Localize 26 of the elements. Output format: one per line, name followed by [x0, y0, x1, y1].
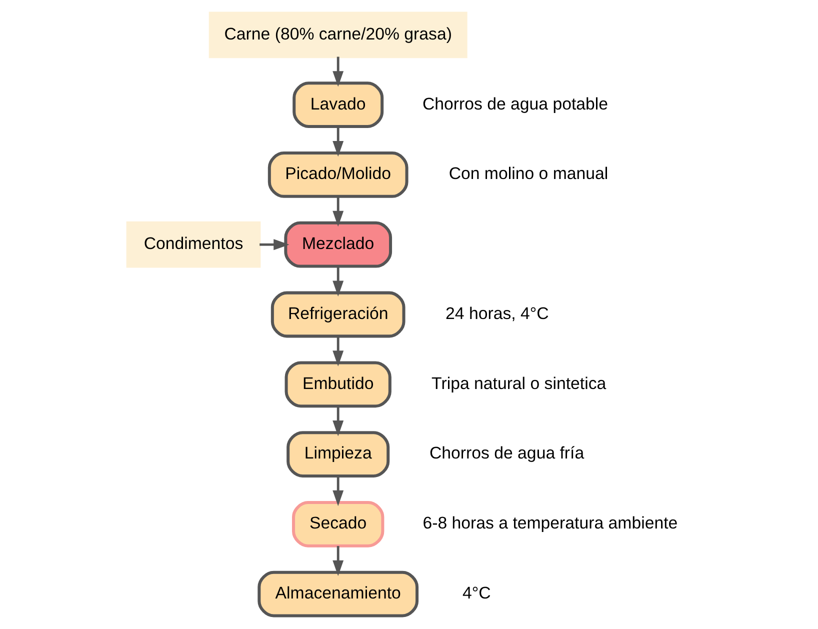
node-label: Tripa natural o sintetica — [431, 374, 606, 393]
node-box: Embutido — [284, 361, 391, 408]
arrow — [332, 56, 344, 87]
node-box: Limpieza — [286, 431, 390, 478]
node-box: Condimentos — [126, 221, 260, 268]
arrow — [332, 476, 344, 506]
node-box: Secado — [292, 500, 384, 548]
arrow — [332, 406, 344, 436]
arrow — [332, 196, 344, 227]
node-label: Con molino o manual — [448, 164, 608, 184]
node-label: 24 horas, 4°C — [445, 304, 548, 323]
node-box: Carne (80% carne/20% grasa) — [208, 12, 467, 58]
node-label: Chorros de agua potable — [422, 94, 608, 114]
arrow — [332, 546, 344, 576]
node-box: Refrigeración — [270, 291, 405, 338]
node-label: Chorros de agua fría — [428, 444, 584, 463]
arrow — [332, 336, 344, 366]
node-box: Almacenamiento — [257, 570, 418, 618]
node-box: Mezclado — [284, 221, 392, 268]
arrow — [332, 126, 344, 157]
arrow — [332, 266, 344, 296]
node-box: Lavado — [292, 82, 384, 128]
arrow — [259, 239, 289, 250]
node-label: 6-8 horas a temperatura ambiente — [422, 514, 678, 533]
node-label: 4°C — [462, 584, 490, 603]
node-box: Picado/Molido — [267, 152, 408, 198]
